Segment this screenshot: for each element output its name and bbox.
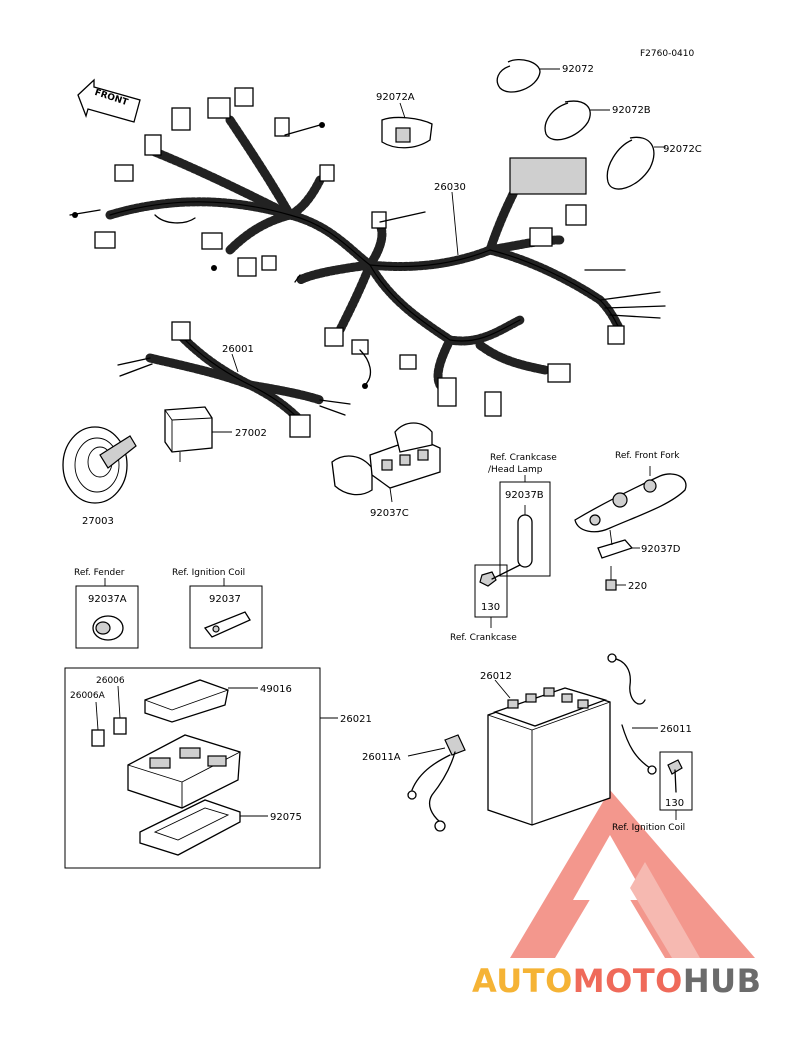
- bolt-130-ignition: [667, 759, 683, 793]
- bolt-220: [605, 566, 617, 591]
- cable-26011: [607, 653, 657, 775]
- label-26021: 26021: [340, 714, 372, 725]
- label-26006: 26006: [96, 676, 125, 686]
- ref-fender: Ref. Fender: [74, 568, 125, 578]
- fuse-box-tray-92075: [139, 799, 241, 856]
- ref-crankcase-head-lamp-line1: Ref. Crankcase: [490, 453, 557, 463]
- label-92072a: 92072A: [376, 92, 415, 103]
- holder-92037c: [331, 422, 441, 496]
- ref-ignition-coil-2: Ref. Ignition Coil: [612, 823, 685, 833]
- label-130-crankcase: 130: [481, 602, 500, 613]
- fuse-26006a: [91, 729, 105, 747]
- label-26011: 26011: [660, 724, 692, 735]
- watermark-logo: [510, 790, 755, 958]
- bolt-130: [479, 564, 521, 587]
- figure-code: F2760-0410: [640, 49, 695, 59]
- watermark-auto: AUTO: [472, 962, 573, 1000]
- watermark-hub: HUB: [682, 962, 762, 1000]
- label-92072: 92072: [562, 64, 594, 75]
- label-27003: 27003: [82, 516, 114, 527]
- cable-26011a: [407, 734, 466, 832]
- clamp-92072c: [606, 136, 655, 190]
- clip-92037: [203, 611, 251, 638]
- label-26006a: 26006A: [70, 691, 106, 701]
- fuse-box-cover-49016: [144, 679, 229, 723]
- label-92075: 92075: [270, 812, 302, 823]
- label-92072b: 92072B: [612, 105, 651, 116]
- front-fork-bracket: [574, 466, 687, 533]
- label-130-ignition: 130: [665, 798, 684, 809]
- label-220: 220: [628, 581, 647, 592]
- clip-92037a: [92, 615, 124, 641]
- label-26030: 26030: [434, 182, 466, 193]
- label-26011a: 26011A: [362, 752, 401, 763]
- fuse-box-body: [127, 734, 241, 809]
- relay-27002: [164, 406, 213, 462]
- front-arrow: FRONT: [77, 78, 141, 123]
- group-box-26021: [64, 667, 321, 869]
- ref-front-fork: Ref. Front Fork: [615, 451, 680, 461]
- ref-crankcase-head-lamp-line2: /Head Lamp: [488, 465, 543, 475]
- automotohub-watermark: AUTOMOTOHUB: [472, 962, 762, 1000]
- ref-box-92037a: [75, 585, 139, 649]
- clamp-92072b: [544, 100, 591, 141]
- sub-harness-26001: [117, 321, 351, 438]
- label-92037c: 92037C: [370, 508, 409, 519]
- fuse-26006: [113, 717, 127, 735]
- clamp-92072a: [381, 116, 433, 149]
- ref-crankcase: Ref. Crankcase: [450, 633, 517, 643]
- watermark-moto: MOTO: [572, 962, 683, 1000]
- clamp-92072: [496, 58, 541, 93]
- main-harness-26030: [69, 87, 666, 417]
- bracket-92037b: [517, 505, 533, 568]
- horn-27003: [62, 426, 137, 504]
- label-92037a: 92037A: [88, 594, 127, 605]
- label-26012: 26012: [480, 671, 512, 682]
- label-49016: 49016: [260, 684, 292, 695]
- bracket-92037d: [597, 529, 634, 559]
- label-27002: 27002: [235, 428, 267, 439]
- label-92037b: 92037B: [505, 490, 544, 501]
- label-92037d: 92037D: [641, 544, 681, 555]
- battery-26012: [487, 687, 611, 826]
- ref-ignition-coil-1: Ref. Ignition Coil: [172, 568, 245, 578]
- ref-box-92037: [189, 585, 263, 649]
- label-92072c: 92072C: [663, 144, 702, 155]
- label-92037: 92037: [209, 594, 241, 605]
- label-26001: 26001: [222, 344, 254, 355]
